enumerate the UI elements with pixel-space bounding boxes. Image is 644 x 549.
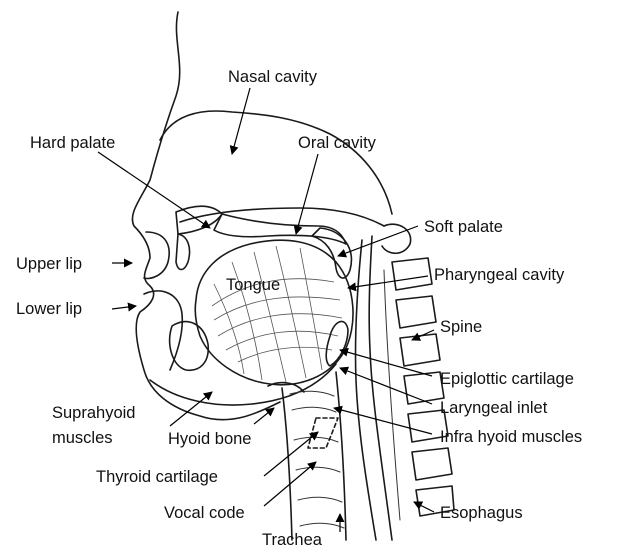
tongue-muscle-fibres — [212, 246, 342, 382]
label-hyoid-bone: Hyoid bone — [168, 430, 251, 448]
epiglottic-cartilage-shape — [326, 321, 348, 366]
label-laryngeal-inlet: Laryngeal inlet — [440, 399, 548, 417]
label-upper-lip: Upper lip — [16, 255, 82, 273]
label-hard-palate: Hard palate — [30, 134, 115, 152]
lower-lip — [144, 291, 336, 405]
pharynx-wall — [355, 236, 392, 540]
label-oral-cavity: Oral cavity — [298, 134, 377, 152]
larynx — [282, 372, 346, 540]
label-trachea: Trachea — [262, 531, 323, 549]
leader-arrows — [98, 88, 434, 532]
label-nasal-cavity: Nasal cavity — [228, 68, 318, 86]
label-tongue: Tongue — [226, 276, 280, 294]
label-thyroid-cartilage: Thyroid cartilage — [96, 468, 218, 486]
label-vocal-code: Vocal code — [164, 504, 245, 522]
label-lower-lip: Lower lip — [16, 300, 82, 318]
label-spine: Spine — [440, 318, 482, 336]
label-infra-hyoid-muscles: Infra hyoid muscles — [440, 428, 582, 446]
upper-lip — [144, 232, 190, 278]
label-epiglottic-cartilage: Epiglottic cartilage — [440, 370, 574, 388]
tongue-shape — [195, 240, 353, 385]
label-esophagus: Esophagus — [440, 504, 523, 522]
label-pharyngeal-cavity: Pharyngeal cavity — [434, 266, 565, 284]
label-soft-palate: Soft palate — [424, 218, 503, 236]
label-suprahyoid-muscles: muscles — [52, 429, 113, 447]
label-suprahyoid: Suprahyoid — [52, 404, 135, 422]
